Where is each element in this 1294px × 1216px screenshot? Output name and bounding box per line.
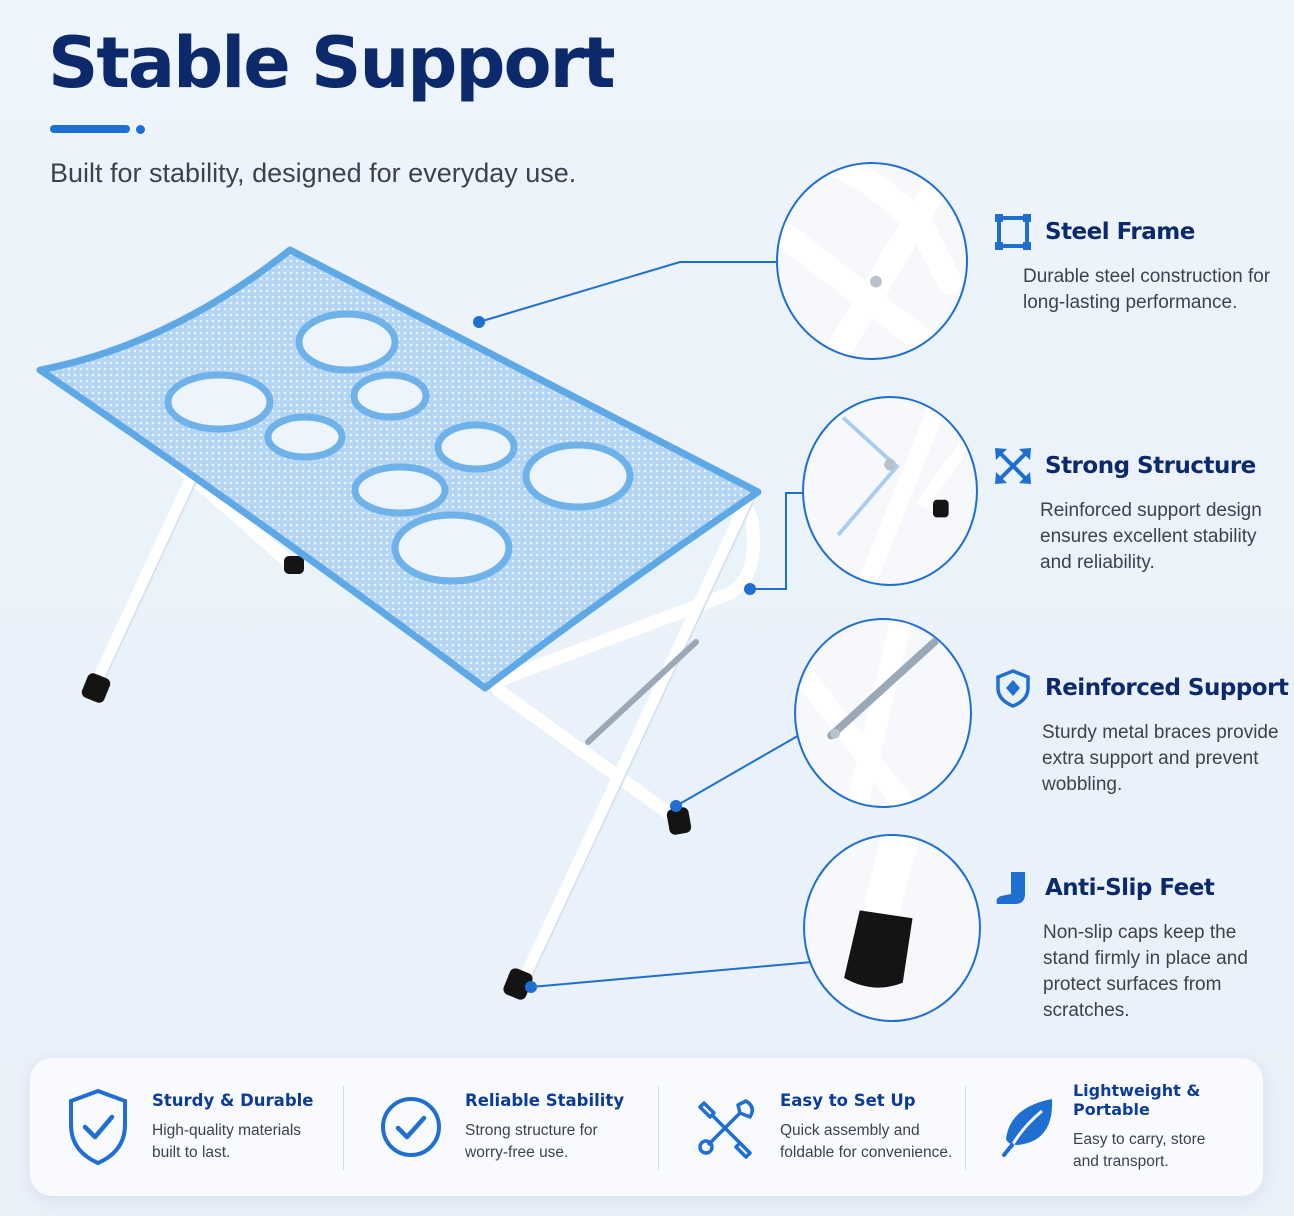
benefit-description: Easy to carry, store and transport.	[1072, 1131, 1206, 1170]
foot-icon	[993, 868, 1033, 908]
strong-structure-icon	[993, 446, 1033, 486]
feature-title: Anti-Slip Feet	[1045, 875, 1215, 901]
steel-frame-icon	[993, 212, 1033, 252]
benefit-easy-setup: Easy to Set Up Quick assembly and foldab…	[658, 1058, 965, 1196]
benefit-title: Sturdy & Durable	[152, 1090, 314, 1110]
benefit-title: Lightweight & Portable	[1072, 1081, 1201, 1119]
shield-icon	[993, 668, 1033, 708]
benefit-description: Quick assembly and foldable for convenie…	[780, 1121, 953, 1161]
benefit-description: Strong structure for worry-free use.	[465, 1121, 598, 1161]
benefit-title: Reliable Stability	[465, 1090, 625, 1110]
feature-title: Reinforced Support	[1045, 675, 1289, 701]
check-circle-icon	[379, 1087, 443, 1167]
feature-reinforced-support: Reinforced Support Sturdy metal braces p…	[993, 668, 1289, 798]
feature-strong-structure: Strong Structure Reinforced support desi…	[993, 446, 1280, 576]
shield-check-icon	[66, 1087, 130, 1167]
feature-title: Strong Structure	[1045, 453, 1256, 479]
feature-title: Steel Frame	[1045, 219, 1195, 245]
feature-steel-frame: Steel Frame Durable steel construction f…	[993, 212, 1273, 316]
tools-icon	[694, 1087, 758, 1167]
benefit-sturdy-durable: Sturdy & Durable High-quality materials …	[30, 1058, 343, 1196]
page-title: Stable Support	[48, 22, 616, 104]
feature-description: Sturdy metal braces provide extra suppor…	[1042, 722, 1279, 795]
feature-description: Reinforced support design ensures excell…	[1040, 500, 1262, 573]
benefit-reliable-stability: Reliable Stability Strong structure for …	[343, 1058, 658, 1196]
benefits-panel: Sturdy & Durable High-quality materials …	[30, 1058, 1263, 1196]
feature-description: Durable steel construction for long-last…	[1023, 266, 1271, 313]
feature-description: Non-slip caps keep the stand firmly in p…	[1043, 922, 1248, 1021]
feature-anti-slip-feet: Anti-Slip Feet Non-slip caps keep the st…	[993, 868, 1273, 1024]
benefit-title: Easy to Set Up	[780, 1090, 916, 1110]
detail-strong-structure	[802, 396, 978, 586]
leaf-icon	[999, 1087, 1057, 1167]
benefit-lightweight-portable: Lightweight & Portable Easy to carry, st…	[965, 1058, 1263, 1196]
page-subtitle: Built for stability, designed for everyd…	[50, 158, 577, 188]
detail-reinforced-support	[794, 618, 972, 808]
benefit-description: High-quality materials built to last.	[152, 1121, 302, 1161]
detail-anti-slip-feet	[803, 834, 981, 1022]
detail-steel-frame	[776, 162, 968, 360]
